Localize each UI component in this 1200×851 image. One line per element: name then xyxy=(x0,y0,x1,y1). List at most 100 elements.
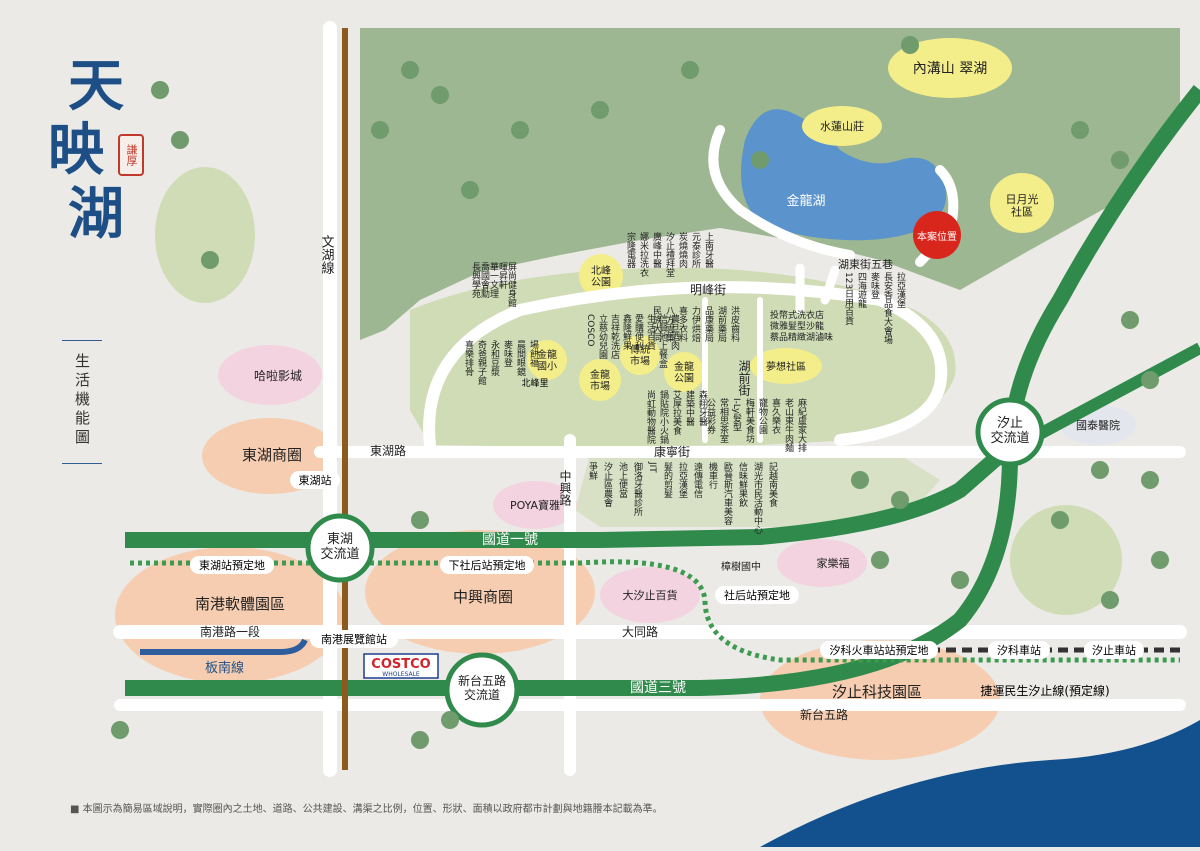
forest-right xyxy=(1010,505,1122,615)
shop-label: 華一文理 xyxy=(488,261,499,298)
traditional-market[interactable] xyxy=(620,335,660,375)
local-roads xyxy=(113,21,1187,777)
tree-icon xyxy=(871,551,889,569)
area-hala: 哈啦影城 xyxy=(254,368,302,383)
area-jinlong-market: 金龍市場 xyxy=(590,368,610,393)
shop-label: 公益彩券 xyxy=(705,398,716,435)
shop-label: 麥味登 xyxy=(502,339,513,367)
shop-label: 立慈幼兒園 xyxy=(597,313,608,360)
shop-label: 四海遊龍 xyxy=(856,272,867,309)
shop-label: 池上便當 xyxy=(617,461,628,499)
interchange-donghu[interactable]: 東湖交流道 xyxy=(305,513,375,583)
shop-label: 艾厚拉美食 xyxy=(671,390,682,436)
dasizhi-zone xyxy=(600,567,700,623)
tree-icon xyxy=(411,731,429,749)
station-xike-plan[interactable]: 汐科火車站站預定地 xyxy=(830,643,929,657)
tree-icon xyxy=(751,151,769,169)
shop-label: 喜樂排骨 xyxy=(463,339,474,376)
shop-label: 汐止區農會 xyxy=(602,461,613,508)
area-carrefour: 家樂福 xyxy=(817,556,850,570)
jinlong-park[interactable] xyxy=(664,352,704,392)
shop-label: 上南牙醫 xyxy=(703,232,714,269)
riyue-zone xyxy=(990,173,1054,233)
road-mingfeng: 明峰街 xyxy=(690,283,726,297)
brand-title: 天 映 湖 xyxy=(48,58,138,258)
labels: 文湖線 東湖路 中興路 康寧街 明峰街 湖前街 湖東街五巷 南港路一段 大同路 … xyxy=(195,61,1120,722)
dream-community[interactable] xyxy=(750,348,822,384)
interchange-xintai[interactable]: 新台五路交流道 xyxy=(444,652,520,728)
tree-icon xyxy=(1151,551,1169,569)
shop-lists: 長興學苑喬國會勳華一文理暉昇軒屏尚健身館宗隆電器娜米拉洗衣廣峰中醫汐止禮拜堂炭燒… xyxy=(463,231,906,534)
station-xike[interactable]: 汐科車站 xyxy=(997,643,1041,657)
tree-icon xyxy=(111,721,129,739)
shop-label: 長興學苑 xyxy=(470,262,481,299)
costco-sub: WHOLESALE xyxy=(382,671,420,678)
shop-label: 場餅福 xyxy=(528,339,539,368)
shop-label: 麥味登 xyxy=(869,271,880,299)
area-jinlong-lake: 金龍湖 xyxy=(786,193,825,209)
road-wenhu: 文湖線 xyxy=(319,235,335,274)
project-location[interactable]: 本案位置 xyxy=(913,211,961,259)
shop-label: 奇爸親子館 xyxy=(476,339,487,386)
zhongxing-circle xyxy=(365,530,595,654)
stations: 東湖站 東湖站預定地 下社后站預定地 社后站預定地 南港展覽館站 汐科火車站站預… xyxy=(190,378,1144,698)
shop-label: 森翔牙醫 xyxy=(697,389,708,427)
shop-label: 愛購便利 xyxy=(633,313,644,350)
station-xizhi[interactable]: 汐止車站 xyxy=(1092,643,1136,657)
planned-metro-line xyxy=(130,559,1180,663)
road-datong: 大同路 xyxy=(622,624,658,639)
station-shehou-plan[interactable]: 社后站預定地 xyxy=(724,588,790,602)
neigou-zone xyxy=(888,38,1012,98)
road-zhongxing: 中興路 xyxy=(558,469,572,507)
shop-label: COSCO xyxy=(585,314,595,346)
tree-icon xyxy=(1141,371,1159,389)
interchange-xintai-label: 新台五路交流道 xyxy=(458,673,506,702)
shop-label: 拉亞漢堡 xyxy=(677,461,688,498)
tree-icon xyxy=(1121,311,1139,329)
area-dream: 夢想社區 xyxy=(766,360,806,373)
tree-icon xyxy=(891,491,909,509)
beifeng-park[interactable] xyxy=(579,254,623,298)
tree-icon xyxy=(151,81,169,99)
area-nangang-park: 南港軟體園區 xyxy=(195,595,285,613)
area-poya: POYA寶雅 xyxy=(510,498,560,512)
tree-icon xyxy=(201,251,219,269)
road-kangning: 康寧街 xyxy=(654,444,690,459)
project-location-label: 本案位置 xyxy=(917,230,957,243)
costco-logo[interactable]: COSTCO WHOLESALE xyxy=(363,653,439,679)
station-nangang-ex[interactable]: 南港展覽館站 xyxy=(321,632,387,646)
shop-label: 喜久樂衣 xyxy=(770,397,781,435)
interchange-xizhi[interactable]: 汐止交流道 xyxy=(975,397,1045,467)
station-xiashe-plan[interactable]: 下社后站預定地 xyxy=(449,558,526,572)
legend-title: 生活機能圖 xyxy=(62,340,102,464)
tree-icon xyxy=(1071,121,1089,139)
tree-icon xyxy=(681,61,699,79)
shop-label: 湖前藥局 xyxy=(716,306,727,343)
shop-label: 常相思茶室 xyxy=(718,397,729,443)
station-donghu[interactable]: 東湖站 xyxy=(299,473,332,487)
shuilian-zone xyxy=(802,106,882,146)
tree-icon xyxy=(1141,471,1159,489)
tree-icon xyxy=(411,511,429,529)
shop-label: 民族大同 xyxy=(651,306,662,343)
area-jinlong-school: 金龍國小 xyxy=(537,348,557,373)
tree-icon xyxy=(371,121,389,139)
shop-label: 八方雲集 xyxy=(664,306,675,343)
jinlong-school[interactable] xyxy=(527,340,567,380)
bus-beifeng[interactable]: 北峰里 xyxy=(521,378,548,389)
shop-label: 力伊烘焙 xyxy=(690,305,701,343)
forest-left xyxy=(155,167,255,303)
jinlong-market[interactable] xyxy=(579,359,621,401)
shop-label: 麻紀盧家大排 xyxy=(796,397,807,453)
trees xyxy=(111,36,1169,749)
station-donghu-plan[interactable]: 東湖站預定地 xyxy=(199,558,265,572)
shop-label: 永和豆漿 xyxy=(489,339,500,376)
shop-label: 宗隆電器 xyxy=(625,231,636,268)
road-huqian: 湖前街 xyxy=(737,359,751,396)
wave-decoration xyxy=(760,720,1200,847)
shop-label: 蔡品精緻湖滷味 xyxy=(770,331,833,343)
area-trad-market: 傳統市場 xyxy=(630,343,650,368)
shop-label: 晨間眼鏡 xyxy=(515,340,526,377)
area-riyue: 日月光社區 xyxy=(1006,192,1039,219)
